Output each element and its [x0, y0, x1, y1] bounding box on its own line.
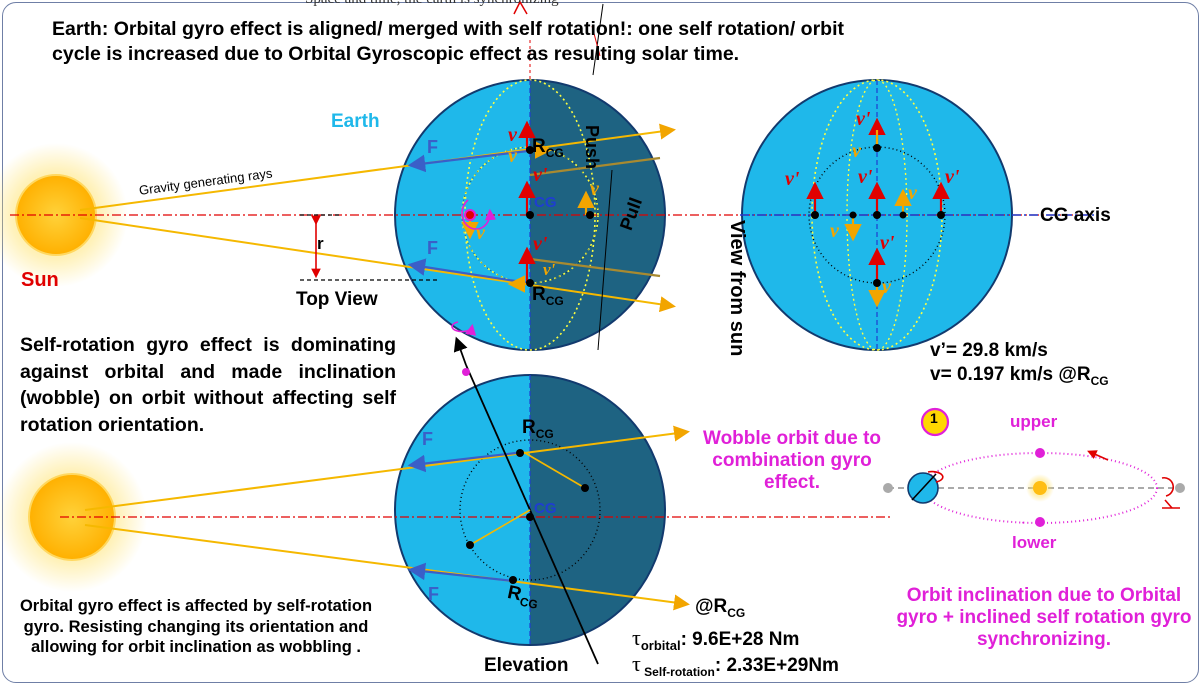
- view-from-sun-label: View from sun: [726, 220, 748, 357]
- orbit-inset: [883, 407, 1185, 527]
- badge-number: 1: [930, 410, 938, 426]
- partial-top-text: Space and time, the earth is synchronizi…: [305, 0, 559, 8]
- v-right-2: v: [908, 182, 917, 204]
- force-label-1: F: [427, 137, 438, 157]
- earth-label: Earth: [331, 111, 380, 132]
- orbital-gyro-note: Orbital gyro effect is affected by self-…: [19, 597, 373, 656]
- v-right-3: v: [830, 220, 839, 242]
- cg-points-top: [464, 146, 594, 287]
- force-label-3: F: [422, 429, 433, 449]
- vprime-right-3: v': [858, 166, 873, 188]
- v-right-4: v: [882, 276, 891, 298]
- gravity-rays-top: [79, 123, 676, 313]
- r-label: r: [317, 234, 324, 253]
- vprime-label-3: v': [543, 260, 556, 279]
- rcg-label-top: RCG: [532, 136, 564, 160]
- force-label-2: F: [427, 238, 438, 258]
- rcg-label-top-lower: RCG: [532, 284, 564, 308]
- vprime-right-1: v': [856, 108, 871, 130]
- vprime-right-2: v': [785, 168, 800, 190]
- rcg-label-bottom-upper: RCG: [522, 417, 554, 441]
- cg-label-bottom: CG: [534, 500, 557, 517]
- top-view-label: Top View: [296, 289, 378, 310]
- at-rcg-label: @RCG: [695, 596, 746, 620]
- cg-axis-label: CG axis: [1040, 205, 1111, 226]
- r-dimension: [300, 214, 440, 281]
- v-right-1: v: [852, 140, 861, 162]
- vprime-right-4: v': [945, 166, 960, 188]
- force-label-4: F: [428, 584, 439, 604]
- cg-label-top: CG: [534, 194, 557, 211]
- elevation-label: Elevation: [484, 655, 569, 676]
- tau-self-rotation: τ Self-rotation: 2.33E+29Nm: [632, 651, 839, 679]
- v-prime-value: v’= 29.8 km/s: [930, 340, 1048, 361]
- inclination-note: Orbit inclination due to Orbital gyro + …: [896, 585, 1192, 650]
- self-rotation-note: Self-rotation gyro effect is dominating …: [20, 334, 396, 436]
- v-label-2: v: [508, 145, 517, 167]
- v-label-3: v: [590, 178, 599, 200]
- step-badge: [920, 407, 950, 437]
- cg-points-right: [811, 144, 945, 287]
- v-value: v= 0.197 km/s @RCG: [930, 364, 1109, 388]
- title-line-1: Earth: Orbital gyro effect is aligned/ m…: [52, 18, 844, 40]
- vprime-label-2: v': [533, 233, 548, 255]
- vprime-right-5: v': [880, 232, 895, 254]
- gravity-rays-bottom: [84, 425, 690, 611]
- title-line-2: cycle is increased due to Orbital Gyrosc…: [52, 43, 740, 65]
- cg-points-bottom: [466, 449, 589, 584]
- push-label: Push: [582, 125, 602, 170]
- v-label-1: v: [508, 124, 517, 146]
- v-label-4: v: [476, 222, 485, 244]
- vprime-label-1: v': [533, 164, 548, 186]
- tau-orbital: τorbital: 9.6E+28 Nm: [632, 625, 800, 653]
- sun-label: Sun: [21, 269, 59, 291]
- wobble-note: Wobble orbit due to combination gyro eff…: [702, 428, 881, 493]
- upper-label: upper: [1010, 412, 1058, 431]
- lower-label: lower: [1012, 533, 1057, 552]
